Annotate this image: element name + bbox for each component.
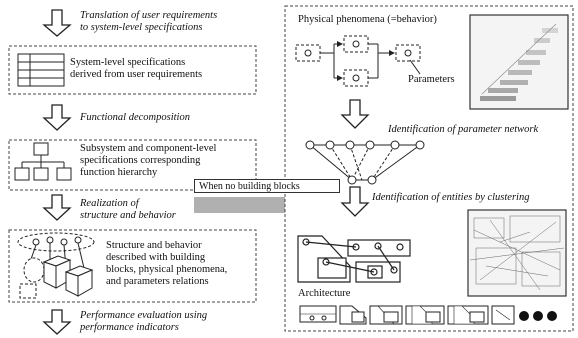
parameter-network [305,140,425,185]
parameter-chart-thumbnail [469,14,569,110]
more-dots-icon [519,311,557,321]
architecture-variants-row [299,305,515,325]
down-arrow-icon [42,104,72,131]
step-functional-decomposition-label: Functional decomposition [80,112,190,123]
down-arrow-icon [42,9,72,37]
system-spec-text: System-level specifications derived from… [70,57,203,80]
hierarchy-icon [14,142,72,181]
clustering-step-label: Identification of entities by clustering [372,192,530,203]
architecture-diagram [297,235,411,283]
subsystem-spec-text: Subsystem and component-level specificat… [80,143,217,178]
building-blocks-icon [17,232,95,299]
architecture-label: Architecture [298,288,351,299]
step-realization-label: Realization of structure and behavior [80,198,176,221]
structure-behavior-text: Structure and behavior described with bu… [106,240,228,287]
down-arrow-icon [340,186,370,217]
down-arrow-icon [42,194,72,221]
parameter-network-step-label: Identification of parameter network [388,124,539,135]
clustering-thumbnail [467,209,567,297]
step-performance-label: Performance evaluation using performance… [80,310,208,333]
table-icon [17,53,65,87]
step-translation-label: Translation of user requirements to syst… [80,10,218,33]
down-arrow-icon [340,99,370,129]
down-arrow-icon [42,309,72,335]
phenomena-diagram [295,35,421,87]
parameters-label: Parameters [408,74,455,85]
no-building-blocks-callout: When no building blocks [194,179,340,193]
physical-phenomena-title: Physical phenomena (=behavior) [298,14,437,25]
